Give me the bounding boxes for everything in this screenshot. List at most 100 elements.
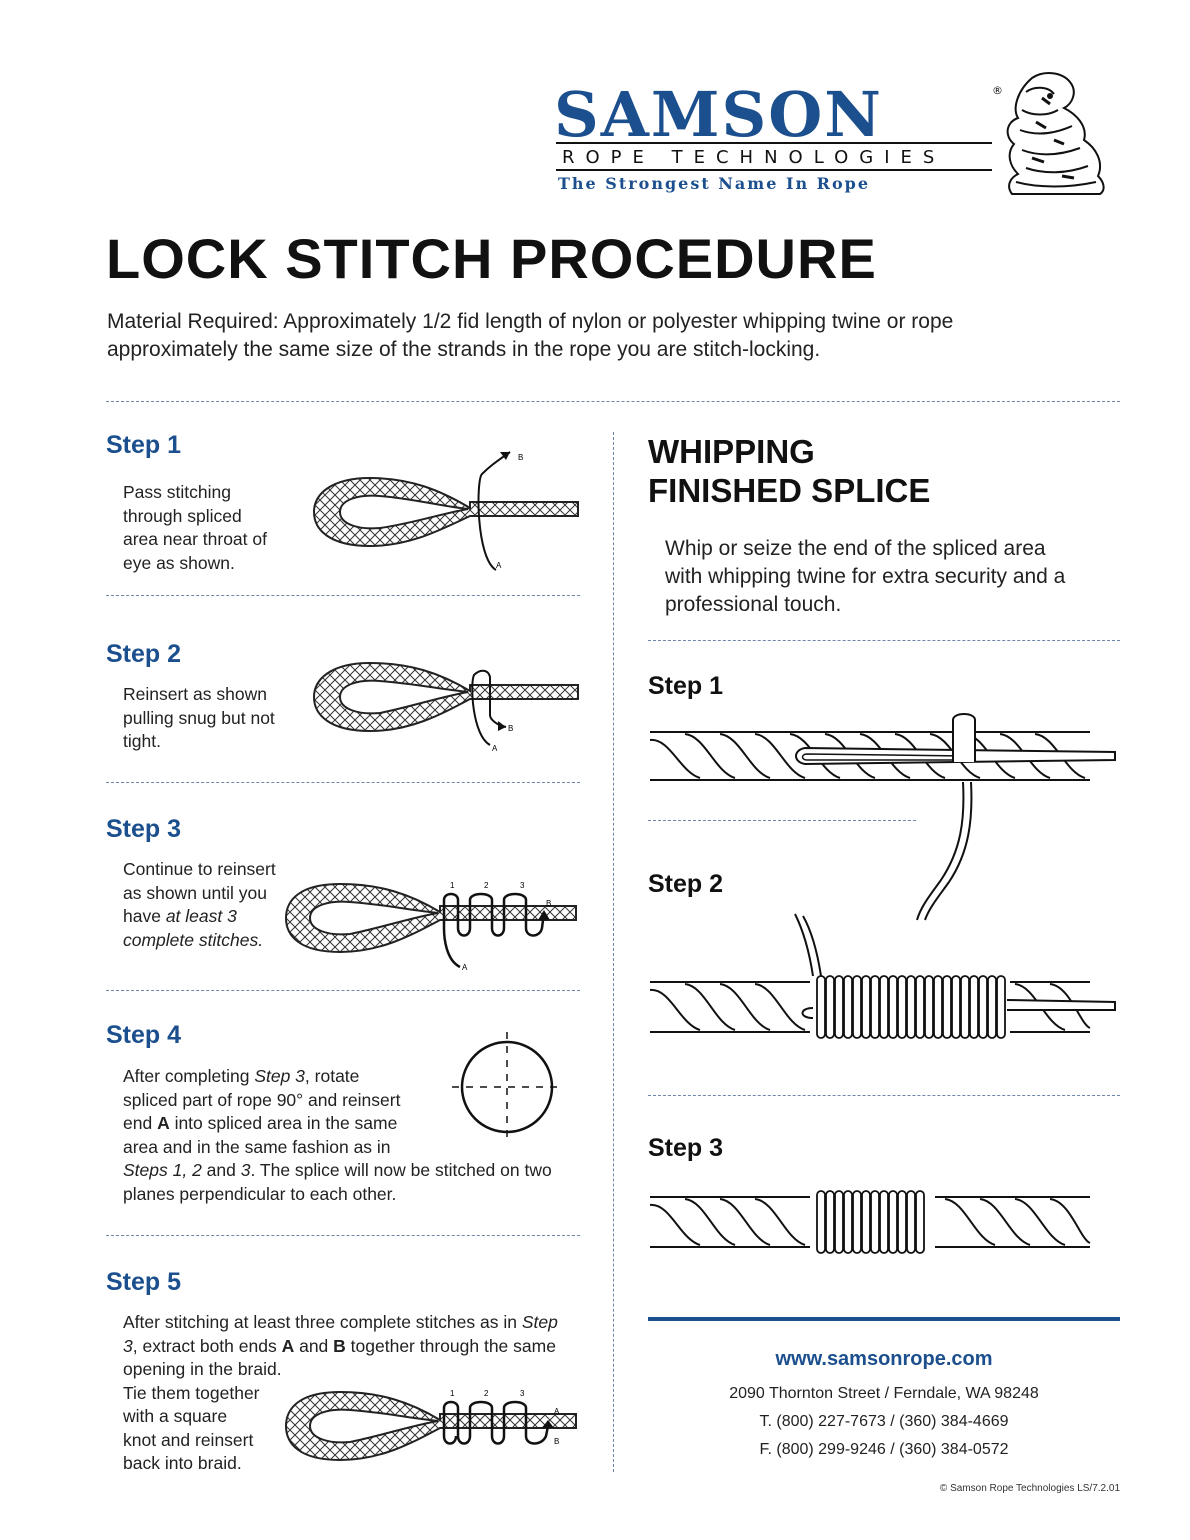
text-line: have at least 3 (123, 905, 303, 929)
text-run-italic: 3 (123, 1335, 133, 1356)
text-run: have (123, 906, 166, 926)
stitch-loop (471, 669, 507, 746)
lock-step-5-text: After stitching at least three complete … (123, 1311, 593, 1476)
text-line: Steps 1, 2 and 3. The splice will now be… (123, 1159, 593, 1183)
page-title: LOCK STITCH PROCEDURE (106, 227, 877, 290)
whip-step-1-diagram (649, 713, 1116, 921)
website-link[interactable]: www.samsonrope.com (775, 1348, 993, 1370)
whip-step-2-diagram (649, 913, 1116, 1039)
text-run: end (123, 1113, 158, 1133)
whipping-text: Whip or seize the end of the spliced are… (665, 535, 1135, 619)
text-run-italic: at least 3 (165, 906, 237, 926)
text-run: . The splice will now be stitched on two (250, 1160, 552, 1180)
divider-step-3 (106, 990, 580, 991)
text-run: together through the same (345, 1335, 556, 1356)
whip-step-3-diagram (649, 1190, 1091, 1254)
lock-step-2-text: Reinsert as shown pulling snug but not t… (123, 683, 303, 754)
text-line: as shown until you (123, 882, 267, 903)
text-line: opening in the braid. (123, 1359, 282, 1379)
cross-section-diagram (452, 1032, 562, 1142)
whip-step-2-title: Step 2 (648, 870, 724, 898)
text-line: After completing Step 3, rotate (123, 1065, 593, 1089)
text-line: back into braid. (123, 1453, 242, 1473)
label-b: B (554, 1437, 559, 1446)
text-line: spliced part of rope 90° and reinsert (123, 1089, 401, 1110)
text-line: complete stitches. (123, 929, 303, 953)
text-run: , rotate (304, 1066, 360, 1086)
logo-registered: ® (992, 84, 1003, 97)
label-3: 3 (520, 881, 525, 890)
copyright: © Samson Rope Technologies LS/7.2.01 (939, 1483, 1120, 1494)
text-line: After stitching at least three complete … (123, 1311, 593, 1335)
lock-step-3-title: Step 3 (106, 815, 182, 843)
text-line: through spliced (123, 505, 242, 526)
phone: T. (800) 227-7673 / (360) 384-4669 (759, 1413, 1009, 1430)
label-b: B (518, 453, 523, 462)
divider-whipping (648, 640, 1120, 641)
label-2: 2 (484, 881, 489, 890)
text-line: pulling snug but not (123, 707, 275, 728)
label-a: A (496, 561, 502, 570)
label-b: B (546, 899, 551, 908)
text-line: Reinsert as shown (123, 684, 267, 704)
text-line: area and in the same fashion as in (123, 1136, 391, 1157)
logo-subtitle: ROPE TECHNOLOGIES (562, 147, 946, 168)
label-a: A (462, 963, 468, 972)
lock-step-2-diagram: B A (312, 661, 579, 753)
material-required: Material Required: Approximately 1/2 fid… (107, 308, 1107, 364)
logo-name: SAMSON (554, 78, 883, 151)
label-3: 3 (520, 1389, 525, 1398)
text-line: 3, extract both ends A and B together th… (123, 1335, 593, 1359)
text-line: area near throat of (123, 529, 267, 549)
text-run-italic: 3 (240, 1160, 251, 1180)
logo: SAMSON ® ROPE TECHNOLOGIES The Strongest… (552, 70, 1172, 200)
label-2: 2 (484, 1389, 489, 1398)
footer-rule (648, 1317, 1120, 1321)
text-line: with whipping twine for extra security a… (665, 565, 1066, 588)
fax: F. (800) 299-9246 / (360) 384-0572 (759, 1441, 1009, 1458)
lock-step-1-text: Pass stitching through spliced area near… (123, 481, 303, 575)
text-run: and (294, 1335, 334, 1356)
logo-tagline: The Strongest Name In Rope (558, 174, 870, 193)
text-line: planes perpendicular to each other. (123, 1183, 397, 1204)
label-a: A (554, 1407, 560, 1416)
text-run-italic: Step (521, 1312, 558, 1332)
text-run-italic: Steps 1, 2 (123, 1160, 202, 1180)
material-line-1: Material Required: Approximately 1/2 fid… (107, 310, 954, 333)
text-run-bold: A (157, 1113, 170, 1133)
lock-step-3-text: Continue to reinsert as shown until you … (123, 858, 303, 952)
logo-rule-2 (556, 169, 992, 171)
text-run-bold: B (333, 1335, 346, 1356)
divider-top (106, 401, 1120, 402)
label-a: A (492, 744, 498, 753)
lock-step-5-title: Step 5 (106, 1268, 182, 1296)
text-line: Whip or seize the end of the spliced are… (665, 537, 1046, 560)
lock-step-5-diagram: 1 2 3 A B (284, 1389, 577, 1462)
text-run: and (201, 1160, 241, 1180)
text-line: professional touch. (665, 593, 842, 616)
label-1: 1 (450, 881, 455, 890)
text-run: After completing (123, 1066, 255, 1086)
stitches (442, 1400, 550, 1445)
stitches (442, 892, 546, 969)
label-1: 1 (450, 1389, 455, 1398)
whipping-title-line-1: WHIPPING (648, 433, 815, 470)
text-run-italic: complete stitches. (123, 929, 264, 950)
logo-rule (556, 142, 992, 144)
divider-step-4 (106, 1235, 580, 1236)
lock-step-2-title: Step 2 (106, 640, 182, 668)
lock-step-3-diagram: 1 2 3 B A (284, 881, 577, 972)
label-b: B (508, 724, 513, 733)
stitch-arrow (477, 451, 511, 571)
text-run: , extract both ends (132, 1335, 282, 1356)
divider-whip-1 (648, 820, 916, 821)
lock-step-4-title: Step 4 (106, 1021, 182, 1049)
text-line: Continue to reinsert (123, 859, 276, 879)
text-line: knot and reinsert (123, 1429, 254, 1450)
text-run: into spliced area in the same (169, 1113, 398, 1133)
text-line: tight. (123, 731, 161, 751)
address: 2090 Thornton Street / Ferndale, WA 9824… (729, 1385, 1039, 1402)
text-line: end A into spliced area in the same (123, 1112, 593, 1136)
whipping-title: WHIPPING FINISHED SPLICE (648, 432, 930, 510)
text-line: eye as shown. (123, 552, 235, 573)
